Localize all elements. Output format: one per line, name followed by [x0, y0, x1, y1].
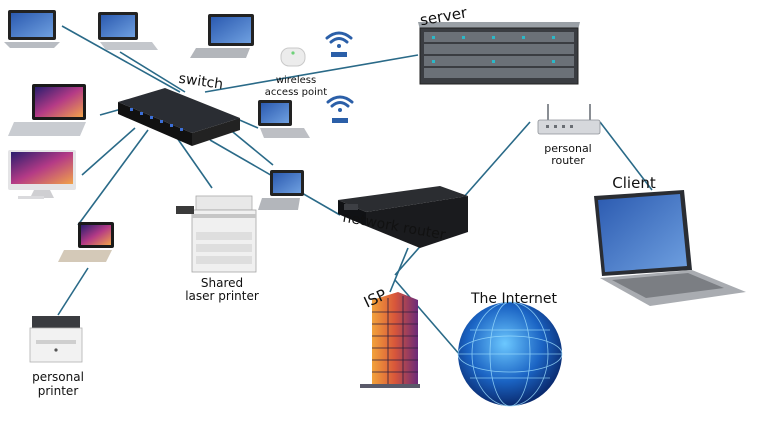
- personal-router: [537, 104, 601, 135]
- wifi-icon: [326, 95, 354, 123]
- personal-router-label-line2: router: [551, 154, 585, 167]
- link-netrouter-internet: [394, 279, 461, 356]
- wireless-access-point: [280, 47, 306, 67]
- imac-desktop: [8, 150, 76, 199]
- personal-printer-label-line1: personal: [32, 370, 84, 384]
- client-laptop: [594, 190, 746, 306]
- internet-label: The Internet: [470, 291, 558, 307]
- wifi-icon: [325, 31, 353, 57]
- wireless-ap-label-line1: wireless: [276, 75, 316, 86]
- link-laptop2-switch: [119, 51, 186, 93]
- link-laptop1-switch: [61, 25, 181, 93]
- link-netrouter-isp: [389, 247, 409, 293]
- personal-printer: [29, 316, 83, 363]
- laptop-top-left: [4, 10, 60, 48]
- link-laptop-mid-switch: [227, 127, 274, 166]
- link-imac-switch: [81, 127, 136, 176]
- link-laptop-printer: [57, 267, 89, 316]
- network-switch: [118, 88, 240, 146]
- link-laptop-switch-a: [77, 129, 149, 226]
- connections: [57, 25, 653, 356]
- laptop-small-mid: [258, 100, 310, 138]
- laptop-top-second: [98, 12, 158, 50]
- internet-globe: [457, 301, 563, 407]
- macbook-left: [8, 84, 86, 136]
- client-label: Client: [612, 174, 656, 192]
- link-printer-switch: [174, 134, 213, 189]
- wireless-ap-label-line2: access point: [265, 87, 327, 98]
- laptop-mid: [258, 170, 304, 210]
- personal-router-label-line1: personal: [544, 142, 592, 155]
- network-router: [338, 186, 468, 248]
- shared-printer-label-line2: laser printer: [185, 289, 259, 303]
- personal-printer-label-line2: printer: [38, 384, 79, 398]
- switch-label: switch: [178, 71, 224, 93]
- link-switch-server: [204, 54, 419, 93]
- shared-laser-printer: [176, 195, 257, 273]
- shared-printer-label-line1: Shared: [201, 276, 243, 290]
- laptop-lower-left: [58, 222, 114, 262]
- laptop-top-third: [190, 14, 254, 58]
- isp-building: [360, 292, 420, 388]
- server-rack: [418, 22, 580, 85]
- link-prouter-client: [599, 121, 653, 191]
